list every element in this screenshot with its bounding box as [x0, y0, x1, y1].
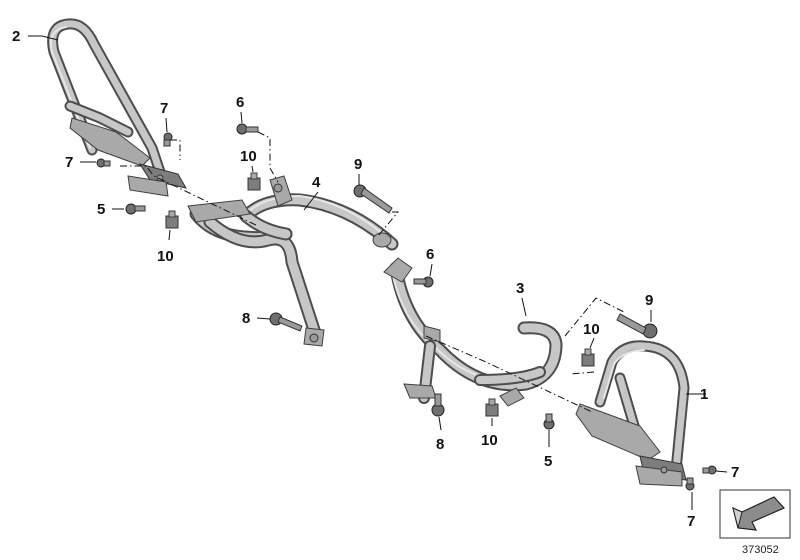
callout-1: 1 [700, 386, 708, 403]
bolt-9-left [353, 184, 393, 214]
bolt-7-right [702, 465, 717, 475]
callout-8-right: 8 [436, 436, 444, 453]
direction-arrow-icon [732, 496, 786, 531]
callout-9-right: 9 [645, 292, 653, 309]
bolt-9-right [616, 313, 658, 339]
callout-9-left: 9 [354, 156, 362, 173]
callout-4: 4 [312, 174, 321, 191]
clip-nut-10-right [581, 348, 595, 367]
callout-labels: 2 7 7 5 6 10 4 9 10 8 6 3 9 10 1 8 10 5 … [12, 28, 739, 530]
bolt-5-left [125, 203, 146, 215]
bolt-8-left [269, 312, 303, 332]
assembly-lines [120, 131, 625, 413]
bolt-7-lower-right [685, 477, 695, 491]
bolt-7-upper-left [163, 132, 173, 147]
callout-10-right: 10 [583, 321, 600, 338]
orientation-box [719, 489, 791, 539]
callout-10-left: 10 [157, 248, 174, 265]
part-4-left-crash-bar [187, 175, 399, 347]
bolt-6-middle [413, 276, 434, 288]
callout-3: 3 [516, 280, 524, 297]
part-1-right-guard [575, 340, 690, 487]
callout-8-left: 8 [242, 310, 250, 327]
part-2-left-guard [47, 18, 187, 197]
callout-10-lower: 10 [481, 432, 498, 449]
callout-10-upper: 10 [240, 148, 257, 165]
part-3-right-crash-bar [383, 257, 563, 407]
clip-nut-10-lower [485, 398, 499, 417]
callout-5-right: 5 [544, 453, 552, 470]
callout-6-middle: 6 [426, 246, 434, 263]
callout-7-left: 7 [65, 154, 73, 171]
callout-7-lower: 7 [687, 513, 695, 530]
bolt-6-upper [236, 123, 259, 135]
clip-nut-10-upper-left [247, 172, 261, 191]
diagram-number: 373052 [742, 544, 779, 556]
fasteners [96, 123, 717, 491]
callout-6-upper: 6 [236, 94, 244, 111]
callout-2: 2 [12, 28, 20, 45]
callout-7-upper: 7 [160, 100, 168, 117]
callout-7-right: 7 [731, 464, 739, 481]
callout-5-left: 5 [97, 201, 105, 218]
bolt-8-right [431, 393, 445, 417]
bolt-7-left [96, 158, 111, 168]
leader-lines [28, 35, 728, 510]
bolt-5-right [543, 413, 555, 430]
clip-nut-10-left [165, 210, 179, 229]
